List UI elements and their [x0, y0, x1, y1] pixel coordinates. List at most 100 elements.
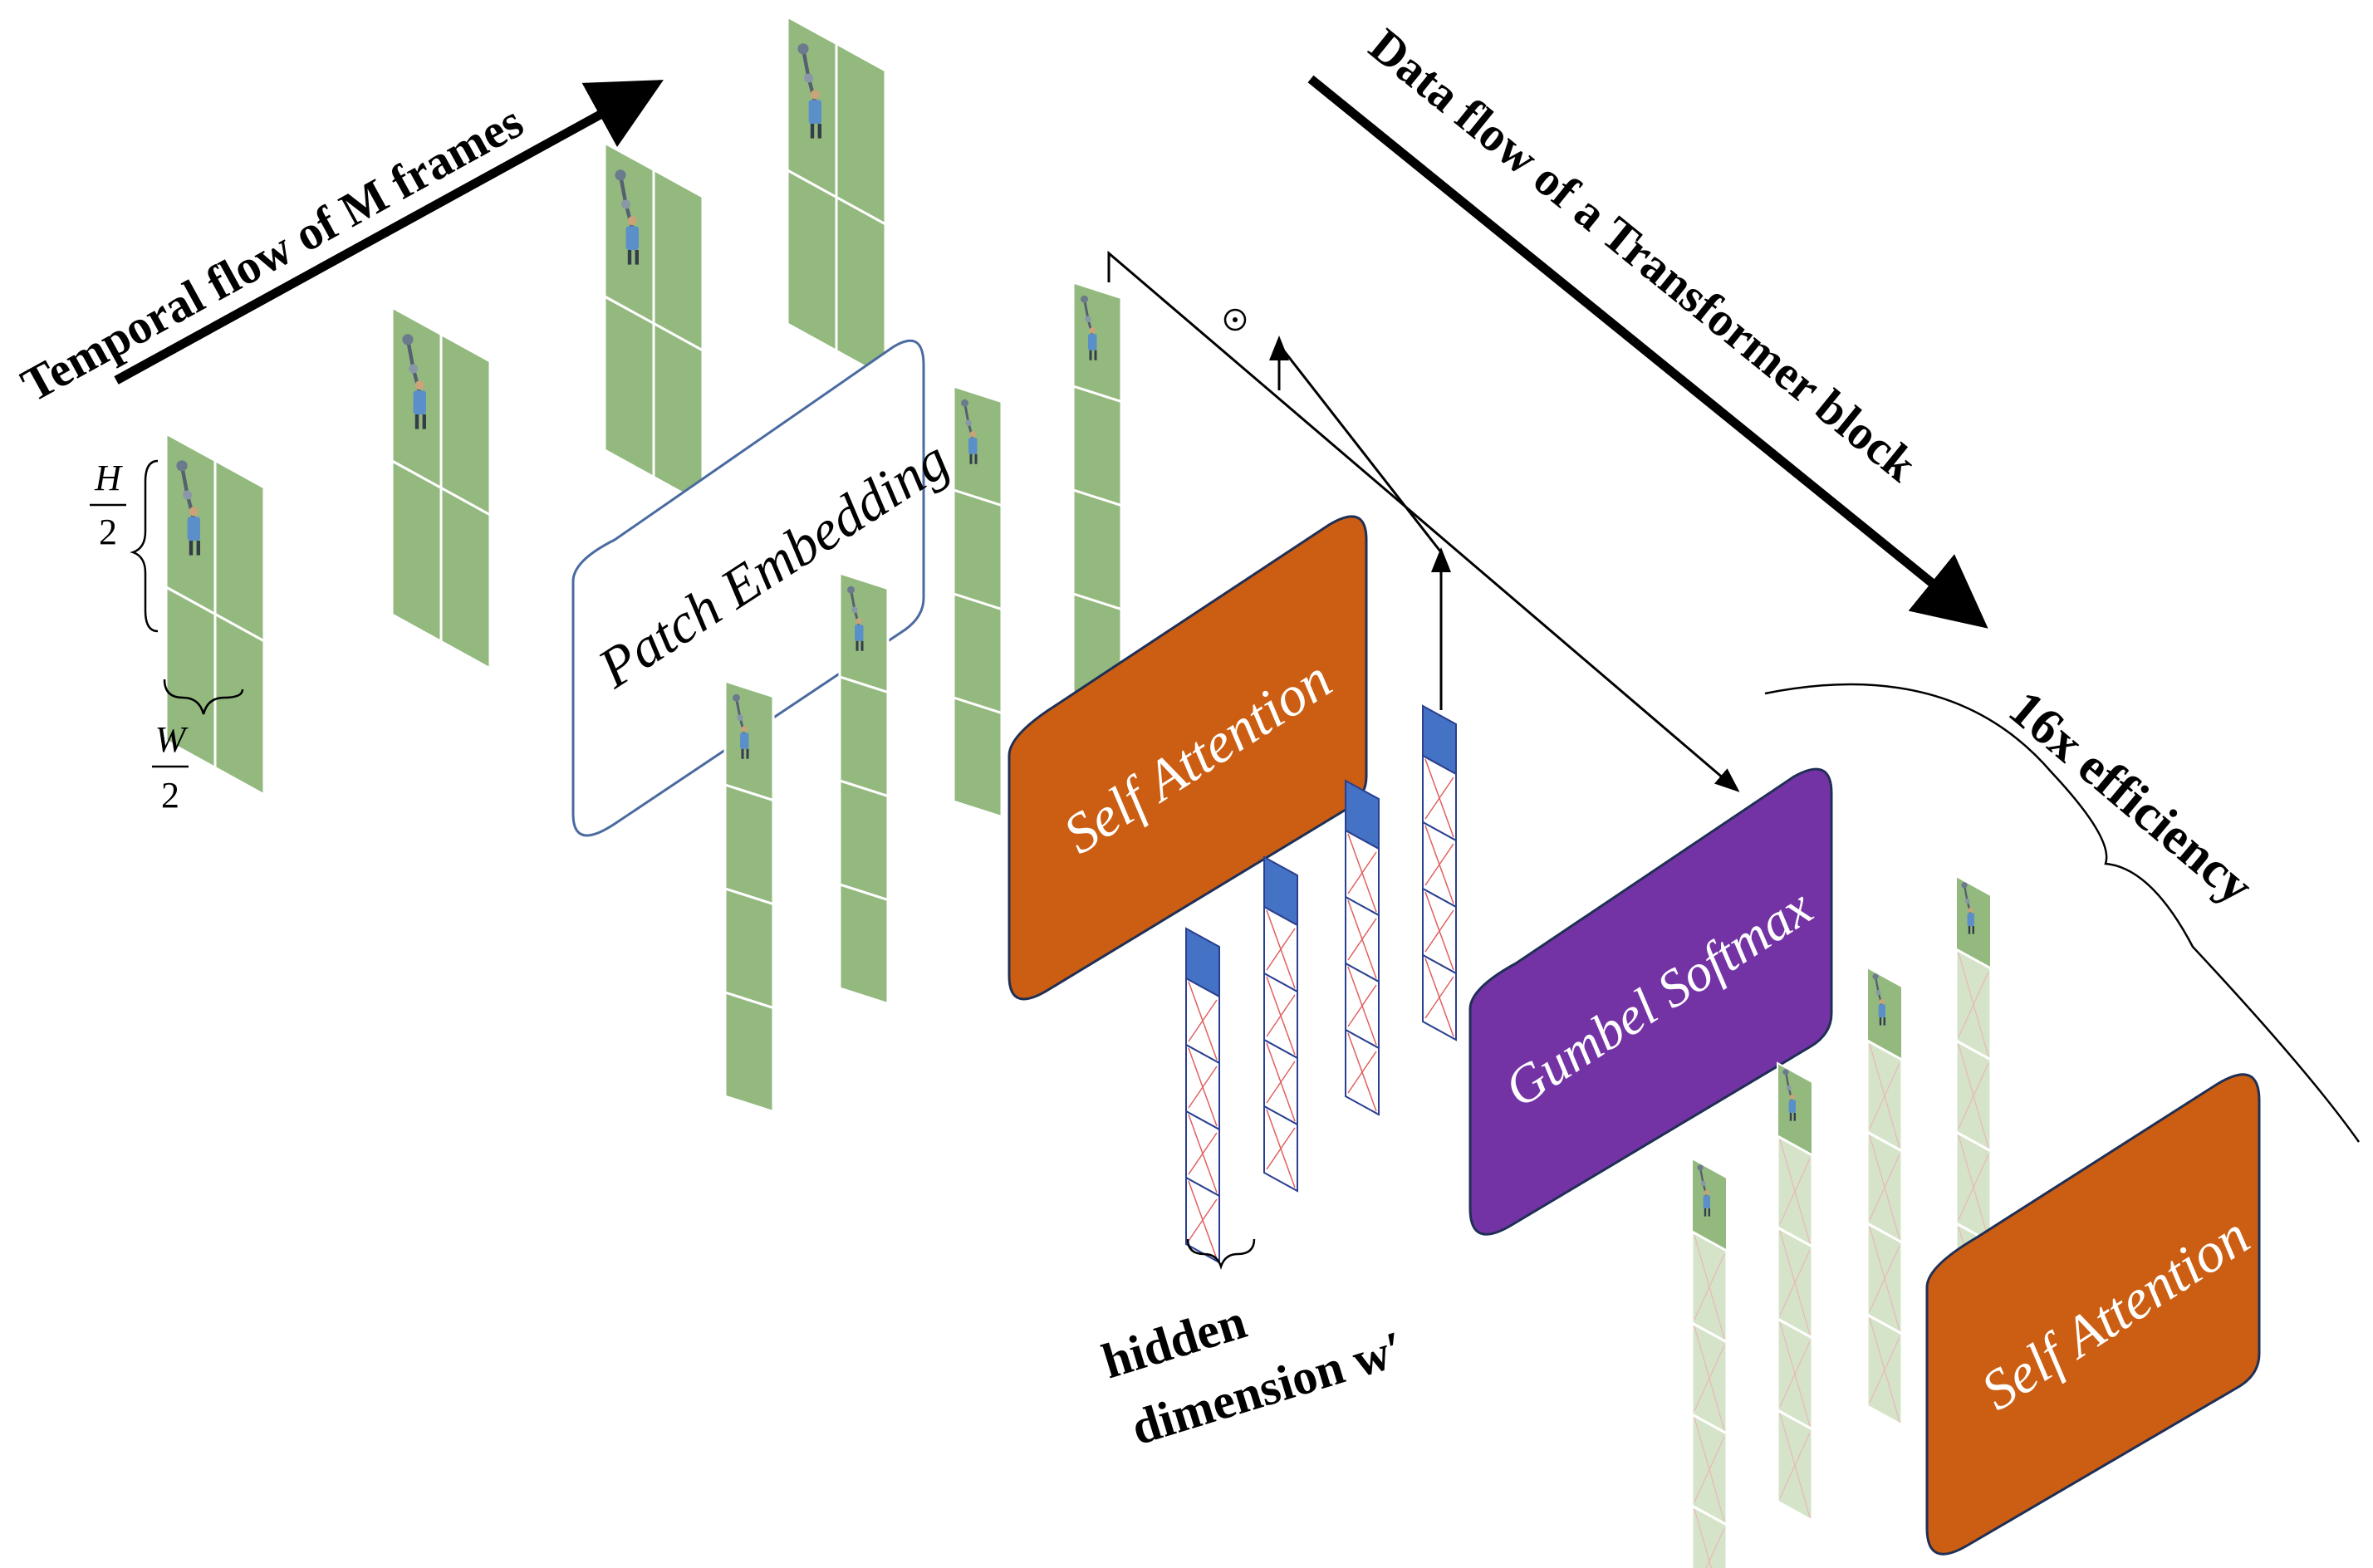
token-cross — [1347, 984, 1377, 1027]
token-cross — [1266, 1061, 1296, 1104]
hadamard-icon — [1223, 308, 1247, 331]
gumbel-softmax-box — [1468, 767, 1833, 1236]
output-token-column — [1690, 1157, 1728, 1568]
token-cross — [1424, 843, 1454, 886]
frame-patch — [213, 458, 266, 644]
w-brace — [163, 679, 244, 715]
patch-token — [723, 886, 775, 1010]
output-token-cross — [1779, 1249, 1811, 1316]
token-cross — [1266, 994, 1296, 1037]
temporal-flow-annotation: Temporal flow of M frames — [12, 80, 664, 412]
output-token-columns — [1690, 875, 1993, 1568]
token-cross — [1266, 928, 1296, 971]
patch-token — [1071, 488, 1123, 611]
output-token-cross — [1869, 1336, 1900, 1404]
output-token-column — [1776, 1061, 1814, 1523]
hidden-token-column — [1263, 855, 1298, 1193]
token-cross — [1188, 1198, 1218, 1242]
patch-token-columns — [723, 280, 1123, 1114]
token-cross — [1347, 851, 1377, 894]
w-numerator: W — [155, 719, 189, 760]
token-cross — [1188, 1066, 1218, 1109]
patch-token — [838, 778, 890, 902]
frame-patch — [652, 321, 704, 507]
output-token-cross — [1694, 1345, 1725, 1412]
value-path-arrow — [1107, 250, 1740, 792]
token-cross — [1188, 1132, 1218, 1175]
hidden-dimension-annotation: hidden dimension w′ — [1096, 1238, 1410, 1455]
frame-patch — [390, 458, 443, 644]
efficiency-brace — [1764, 683, 2361, 1143]
dimension-annotations: H 2 W 2 — [90, 458, 244, 816]
patch-token — [952, 591, 1003, 715]
efficiency-annotation: 16x efficiency — [1764, 680, 2361, 1143]
input-frame — [164, 431, 266, 797]
output-token-cross — [1869, 1154, 1900, 1221]
patch-token — [952, 384, 1003, 507]
frame-patch — [835, 41, 887, 227]
output-token-cross — [1779, 1432, 1811, 1499]
data-flow-annotation: Data flow of a Transformer block — [1307, 18, 1988, 629]
self-attention-block-2: Self Attention — [1925, 1073, 2261, 1556]
patch-token — [952, 695, 1003, 819]
output-token-cell — [1690, 1503, 1728, 1568]
patch-token — [838, 571, 890, 694]
frame-patch — [652, 167, 704, 353]
patch-embedding-box — [571, 339, 925, 837]
patch-token — [838, 674, 890, 798]
self-attention-block-1: Self Attention — [1008, 515, 1368, 1001]
hidden-brace — [1186, 1238, 1256, 1270]
patch-token — [723, 679, 775, 802]
data-flow-label: Data flow of a Transformer block — [1360, 18, 1928, 492]
flow-arrows — [1107, 250, 1740, 792]
output-token-cross — [1869, 1062, 1900, 1129]
data-flow-arrow — [1307, 75, 1988, 629]
frame-patch — [786, 168, 838, 353]
token-cross — [1188, 999, 1218, 1042]
temporal-flow-arrow — [114, 80, 664, 385]
frame-patch — [439, 485, 492, 671]
patch-token-column — [1071, 280, 1123, 715]
patch-token-column — [838, 571, 890, 1006]
hidden-token-column — [1185, 927, 1220, 1264]
patch-token — [838, 882, 890, 1006]
token-cross — [1266, 1127, 1296, 1170]
token-cross — [1347, 1051, 1377, 1094]
hadamard-dot — [1233, 317, 1238, 322]
output-token-cross — [1694, 1253, 1725, 1321]
patch-token-column — [952, 384, 1003, 819]
output-token-cross — [1958, 971, 1989, 1038]
frame-patch — [603, 294, 655, 479]
input-frame — [390, 305, 492, 671]
efficiency-label: 16x efficiency — [1998, 680, 2263, 915]
h-brace — [130, 459, 159, 633]
output-token-cross — [1694, 1436, 1725, 1503]
w-denominator: 2 — [161, 775, 179, 816]
h-denominator: 2 — [99, 512, 117, 552]
h-numerator: H — [94, 458, 123, 498]
token-cross — [1347, 918, 1377, 961]
output-token-column — [1866, 966, 1904, 1428]
patch-token — [723, 990, 775, 1114]
token-cross — [1424, 777, 1454, 820]
frame-patch — [835, 194, 887, 380]
output-token-cross — [1869, 1245, 1900, 1312]
hidden-token-column — [1422, 704, 1457, 1041]
patch-token-column — [723, 679, 775, 1114]
token-cross — [1424, 976, 1454, 1019]
hidden-token-column — [1345, 779, 1380, 1116]
patch-token — [723, 782, 775, 906]
output-token-cross — [1705, 1527, 1725, 1568]
input-frame — [603, 140, 704, 507]
input-frames — [164, 14, 887, 797]
patch-token — [952, 488, 1003, 611]
token-cross — [1424, 909, 1454, 953]
output-token-cross — [1779, 1340, 1811, 1408]
hidden-token-columns — [1185, 704, 1457, 1264]
input-frame — [786, 14, 887, 380]
self-attention-box-2 — [1925, 1073, 2261, 1556]
patch-token — [1071, 280, 1123, 404]
patch-token — [1071, 384, 1123, 507]
self-attention-box-1 — [1008, 515, 1368, 1001]
